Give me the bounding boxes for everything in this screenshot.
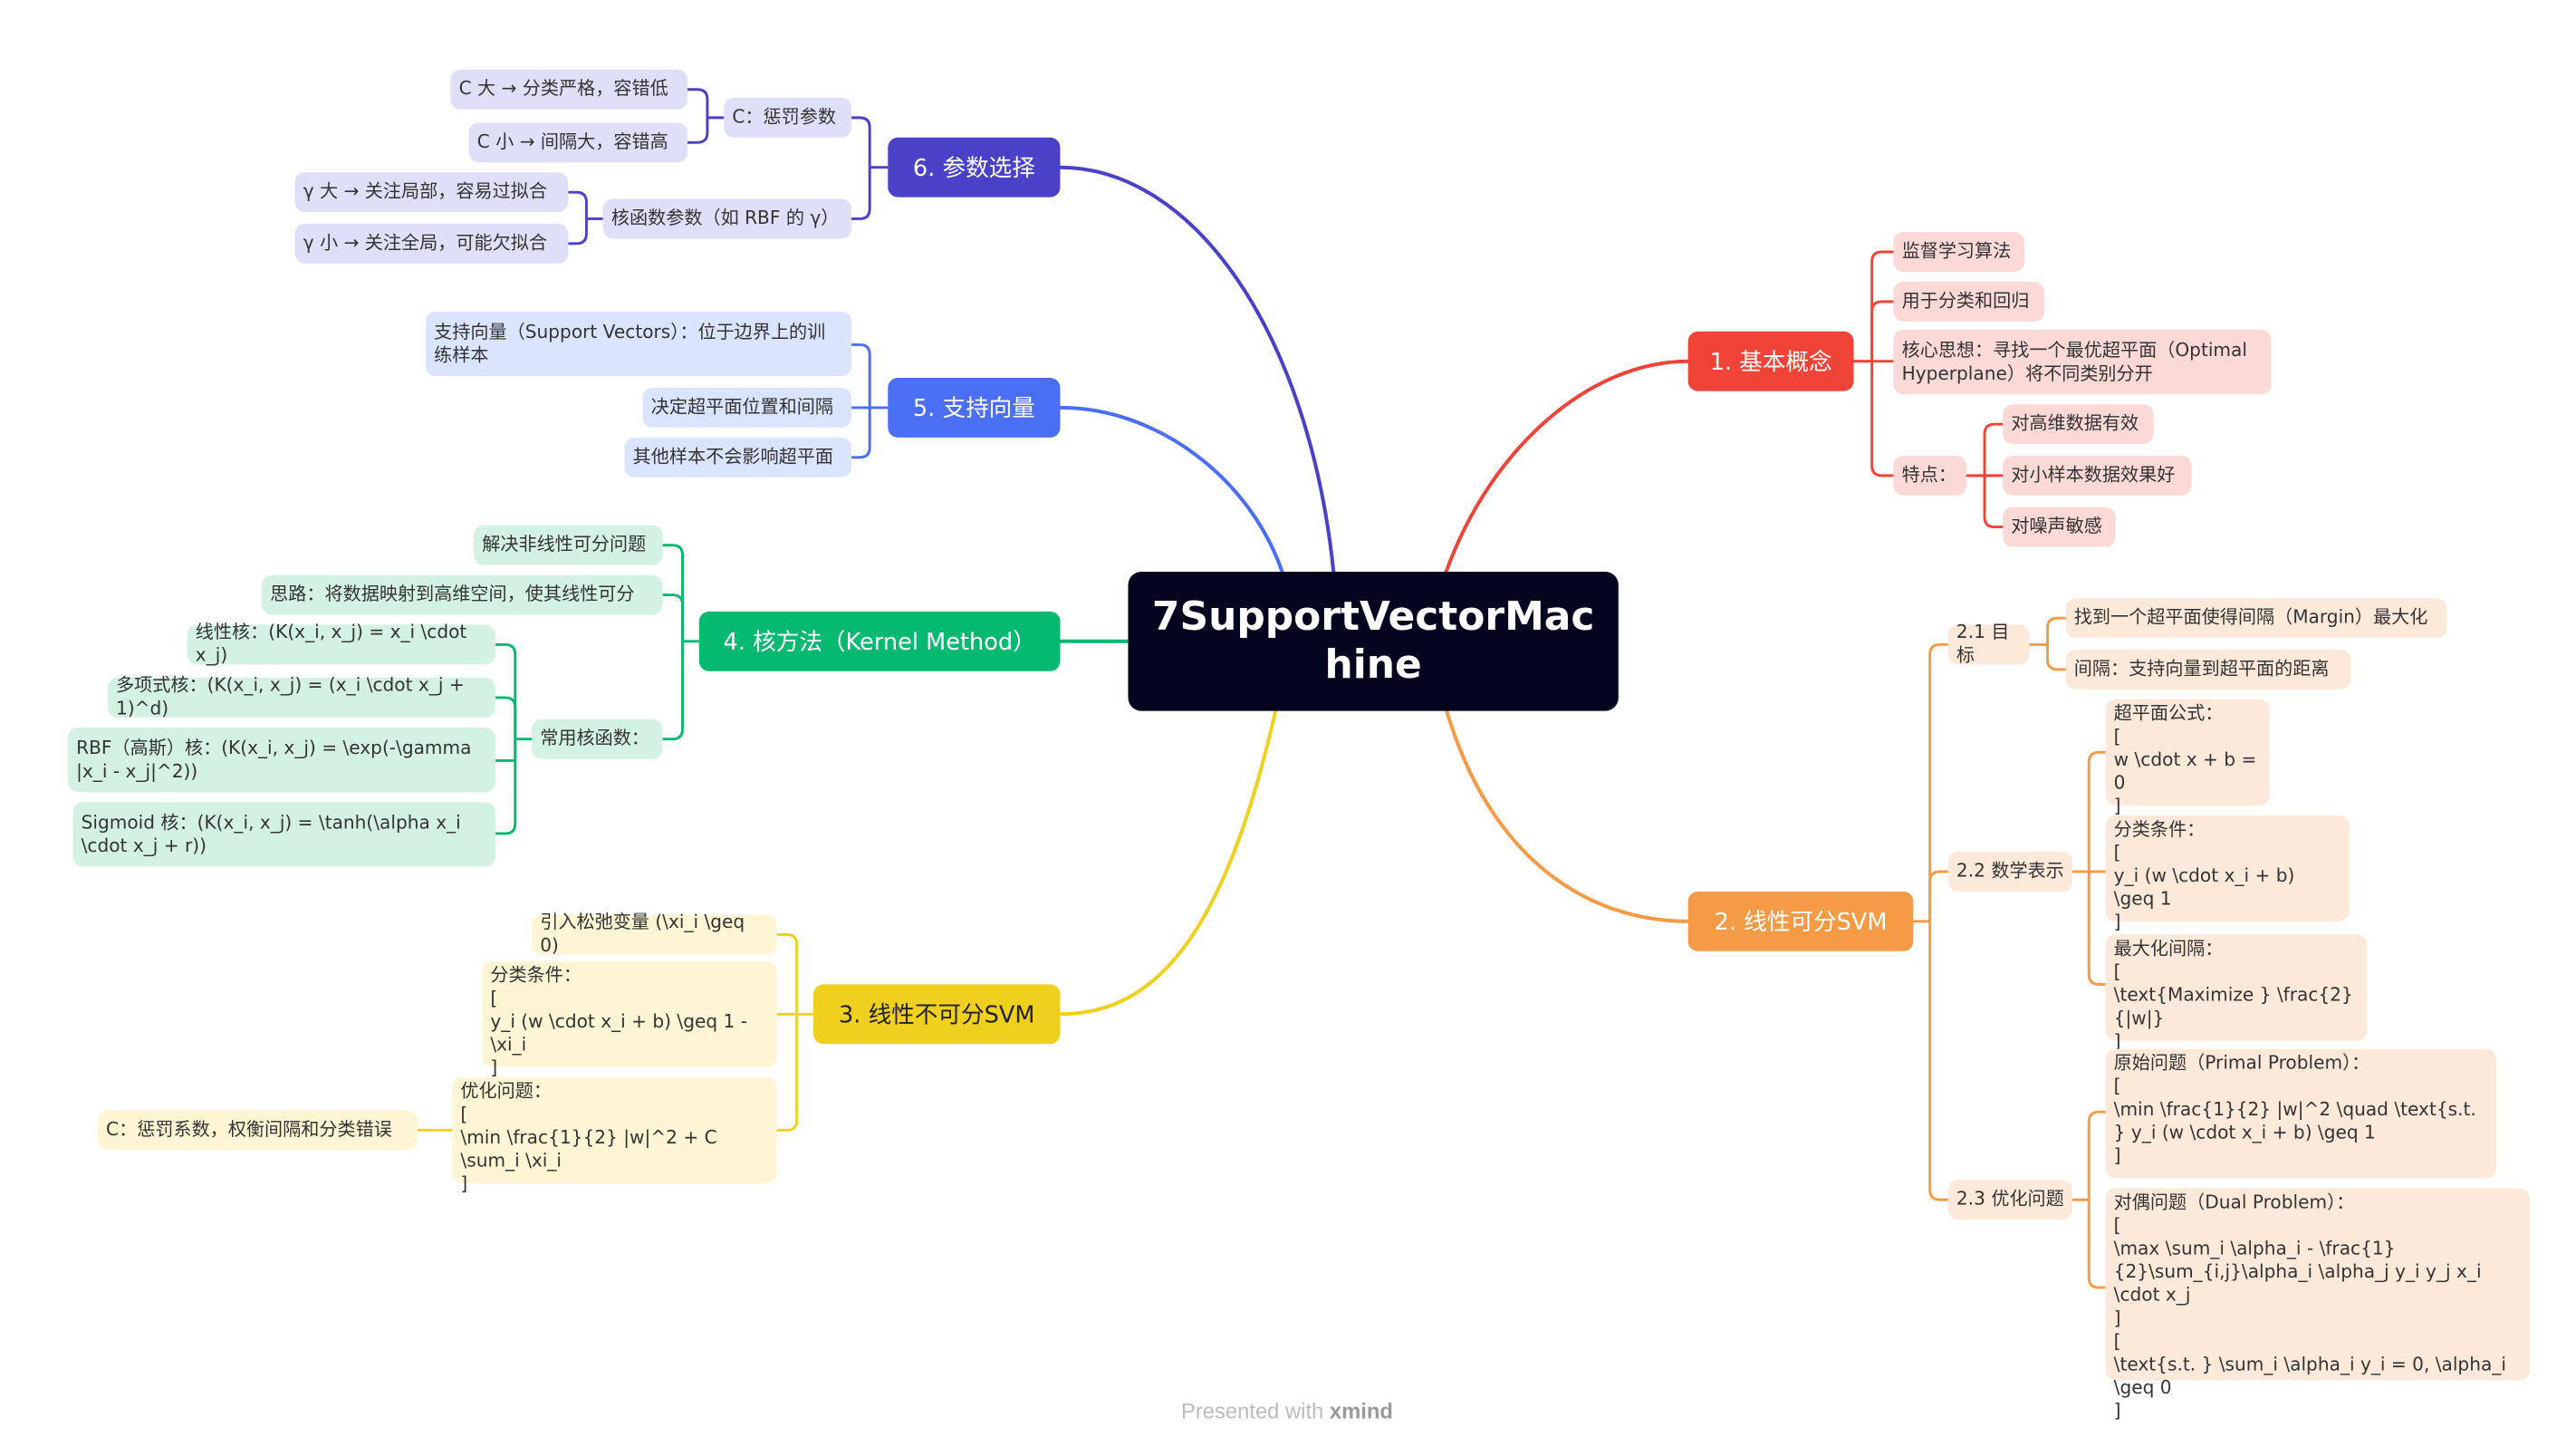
b2-goal[interactable]: 2.1 目标 <box>1947 622 2030 666</box>
kernel-sigmoid[interactable]: Sigmoid 核：(K(x_i, x_j) = \tanh(\alpha x_… <box>72 802 495 867</box>
b1-supervised-learning[interactable]: 监督学习算法 <box>1893 232 2024 272</box>
b2-dual-problem[interactable]: 对偶问题（Dual Problem）： [ \max \sum_i \alpha… <box>2105 1188 2530 1422</box>
branch-5-support-vectors[interactable]: 5. 支持向量 <box>888 377 1061 438</box>
link-root-b3 <box>1058 709 1278 1017</box>
b2-math-representation[interactable]: 2.2 数学表示 <box>1947 852 2072 892</box>
b1-feature-high-dim[interactable]: 对高维数据有效 <box>2003 404 2154 445</box>
branch-2-linear-separable-svm[interactable]: 2. 线性可分SVM <box>1687 891 1914 951</box>
b5-other-samples[interactable]: 其他样本不会影响超平面 <box>624 437 852 478</box>
b1-features[interactable]: 特点： <box>1893 455 1966 496</box>
presented-with-xmind: Presented with xmind <box>1181 1399 1393 1423</box>
b6-c-small[interactable]: C 小 → 间隔大，容错高 <box>468 122 687 163</box>
b2-goal-margin-definition[interactable]: 间隔：支持向量到超平面的距离 <box>2065 649 2351 690</box>
kernel-linear[interactable]: 线性核：(K(x_i, x_j) = x_i \cdot x_j) <box>187 622 495 666</box>
b2-primal-problem[interactable]: 原始问题（Primal Problem）： [ \min \frac{1}{2}… <box>2105 1048 2497 1179</box>
b1-core-idea[interactable]: 核心思想：寻找一个最优超平面（Optimal Hyperplane）将不同类别分… <box>1893 329 2272 395</box>
b5-support-vectors-definition[interactable]: 支持向量（Support Vectors）：位于边界上的训练样本 <box>426 311 852 377</box>
kernel-polynomial[interactable]: 多项式核：(K(x_i, x_j) = (x_i \cdot x_j + 1)^… <box>107 674 495 719</box>
b3-optimization-problem[interactable]: 优化问题： [ \min \frac{1}{2} |w|^2 + C \sum_… <box>452 1076 777 1195</box>
b1-feature-noise[interactable]: 对噪声敏感 <box>2003 506 2116 547</box>
link-root-b1 <box>1444 359 1690 574</box>
b5-determine-hyperplane[interactable]: 决定超平面位置和间隔 <box>642 387 852 428</box>
b1-classification-regression[interactable]: 用于分类和回归 <box>1893 281 2044 322</box>
b2-maximize-margin-formula[interactable]: 最大化间隔： [ \text{Maximize } \frac{2}{|w|} … <box>2105 934 2368 1052</box>
b6-gamma-small[interactable]: γ 小 → 关注全局，可能欠拟合 <box>294 223 569 264</box>
b6-penalty-parameter-c[interactable]: C：惩罚参数 <box>724 97 852 138</box>
kernel-rbf-gaussian[interactable]: RBF（高斯）核：(K(x_i, x_j) = \exp(-\gamma |x_… <box>67 727 495 793</box>
b4-nonlinear-problem[interactable]: 解决非线性可分问题 <box>474 525 663 565</box>
b4-common-kernels[interactable]: 常用核函数： <box>532 719 663 759</box>
branch-6-parameter-selection[interactable]: 6. 参数选择 <box>888 137 1061 198</box>
b1-feature-small-sample[interactable]: 对小样本数据效果好 <box>2003 455 2192 496</box>
footer-presented-text: Presented with <box>1181 1398 1330 1424</box>
xmind-logo-text: xmind <box>1329 1398 1393 1424</box>
central-topic[interactable]: 7SupportVectorMachine <box>1128 571 1619 711</box>
link-root-b2 <box>1444 707 1690 923</box>
link-root-b5 <box>1058 405 1284 574</box>
branch-3-nonlinear-svm[interactable]: 3. 线性不可分SVM <box>812 984 1061 1045</box>
b3-penalty-coefficient[interactable]: C：惩罚系数，权衡间隔和分类错误 <box>97 1110 418 1151</box>
b4-idea-high-dim-mapping[interactable]: 思路：将数据映射到高维空间，使其线性可分 <box>261 574 663 615</box>
b3-classification-condition[interactable]: 分类条件： [ y_i (w \cdot x_i + b) \geq 1 - \… <box>482 960 777 1079</box>
b6-kernel-parameter-gamma[interactable]: 核函数参数（如 RBF 的 γ） <box>602 198 852 239</box>
b6-c-large[interactable]: C 大 → 分类严格，容错低 <box>450 69 687 110</box>
link-root-b6 <box>1058 165 1336 574</box>
b2-hyperplane-formula[interactable]: 超平面公式： [ w \cdot x + b = 0 ] <box>2105 699 2270 817</box>
branch-1-basic-concepts[interactable]: 1. 基本概念 <box>1687 331 1854 391</box>
branch-4-kernel-method[interactable]: 4. 核方法（Kernel Method） <box>698 611 1061 671</box>
b2-classification-condition[interactable]: 分类条件： [ y_i (w \cdot x_i + b) \geq 1 ] <box>2105 815 2350 933</box>
b2-optimization-problem[interactable]: 2.3 优化问题 <box>1947 1180 2072 1220</box>
b6-gamma-large[interactable]: γ 大 → 关注局部，容易过拟合 <box>294 172 569 213</box>
b3-slack-variable[interactable]: 引入松弛变量 (\xi_i \geq 0) <box>532 912 777 956</box>
b2-goal-maximize-margin[interactable]: 找到一个超平面使得间隔（Margin）最大化 <box>2065 598 2447 639</box>
